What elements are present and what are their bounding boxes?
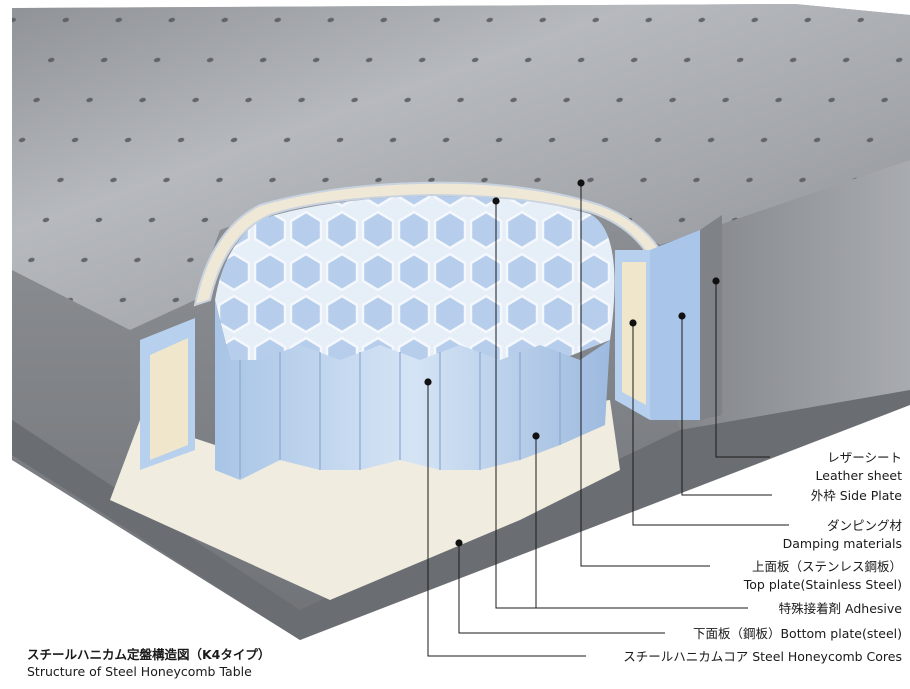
bottom-plate-label: 下面板（鋼板）Bottom plate(steel) [692,626,902,641]
cores-label: スチールハニカムコア Steel Honeycomb Cores [623,649,902,664]
damping-label-en: Damping materials [782,536,902,551]
honeycomb-top [215,196,615,360]
core-column-lines [239,352,561,478]
leather-sheet-label-en: Leather sheet [815,468,902,483]
caption-jp: スチールハニカム定盤構造図（K4タイプ） [27,647,271,662]
top-plate-label-en: Top plate(Stainless Steel) [743,577,902,592]
left-damping [150,338,188,460]
leather-sheet-label-jp: レザーシート [827,450,902,465]
caption-en: Structure of Steel Honeycomb Table [27,664,252,679]
side-plate-label: 外枠 Side Plate [810,488,902,503]
damping-label-jp: ダンピング材 [826,518,902,533]
leader-dots [424,179,720,547]
right-damping [622,262,646,405]
leader-lines [427,183,789,657]
adhesive-label: 特殊接着剤 Adhesive [778,601,902,616]
honeycomb-core-columns [215,300,610,480]
leather-edge [700,215,722,420]
bottom-plate-edge [12,390,910,640]
side-plate [650,230,700,420]
top-plate-holes [12,4,910,330]
top-plate-label-jp: 上面板（ステンレス鋼板） [751,559,902,574]
diagram-caption: スチールハニカム定盤構造図（K4タイプ） Structure of Steel … [27,646,270,680]
